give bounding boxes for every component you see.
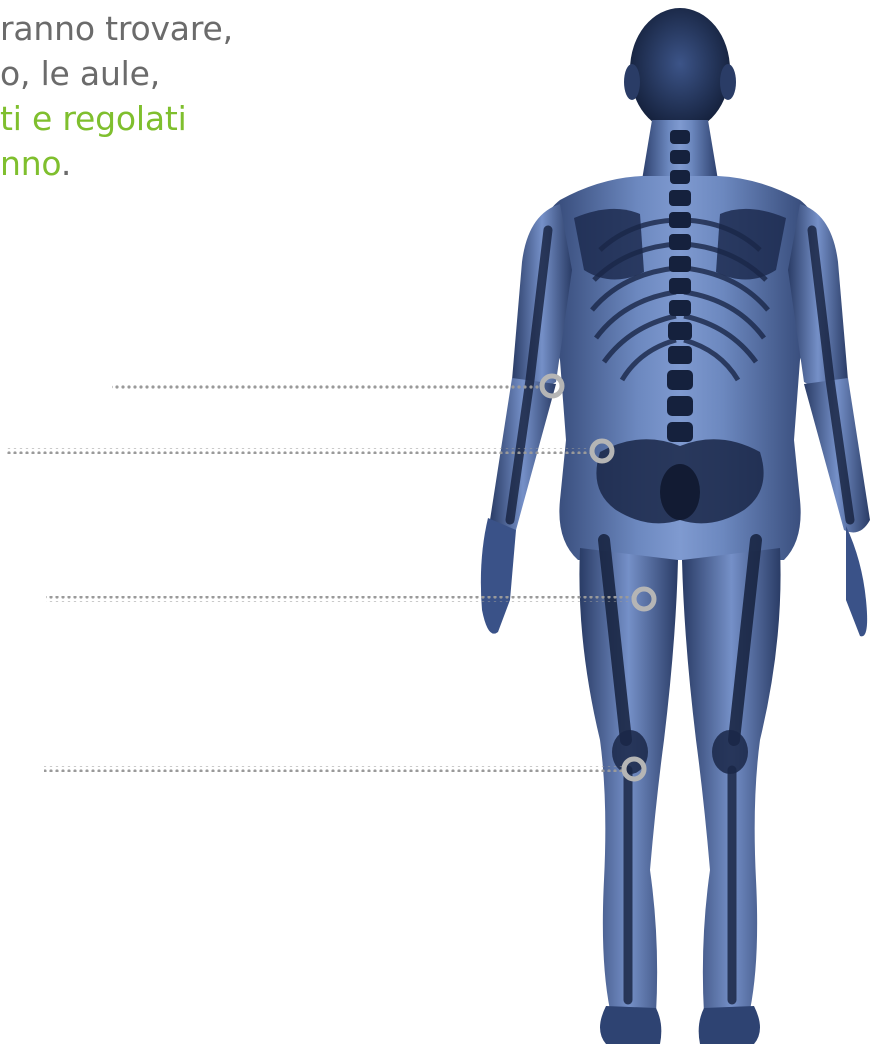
callout-thigh-back[interactable] bbox=[46, 589, 654, 609]
left-hand bbox=[481, 518, 516, 634]
right-foot bbox=[699, 1006, 760, 1044]
callout-knee-back[interactable] bbox=[44, 759, 644, 779]
sacrum bbox=[660, 464, 700, 520]
right-knee bbox=[712, 730, 748, 774]
right-hand bbox=[846, 526, 867, 636]
callout-leader-line bbox=[112, 383, 540, 389]
callout-leader-line bbox=[46, 596, 632, 602]
callout-leader-line bbox=[44, 766, 622, 772]
left-foot bbox=[600, 1006, 661, 1044]
head bbox=[624, 8, 736, 132]
callout-leader-line bbox=[6, 448, 590, 454]
callout-elbow-left[interactable] bbox=[112, 376, 562, 396]
